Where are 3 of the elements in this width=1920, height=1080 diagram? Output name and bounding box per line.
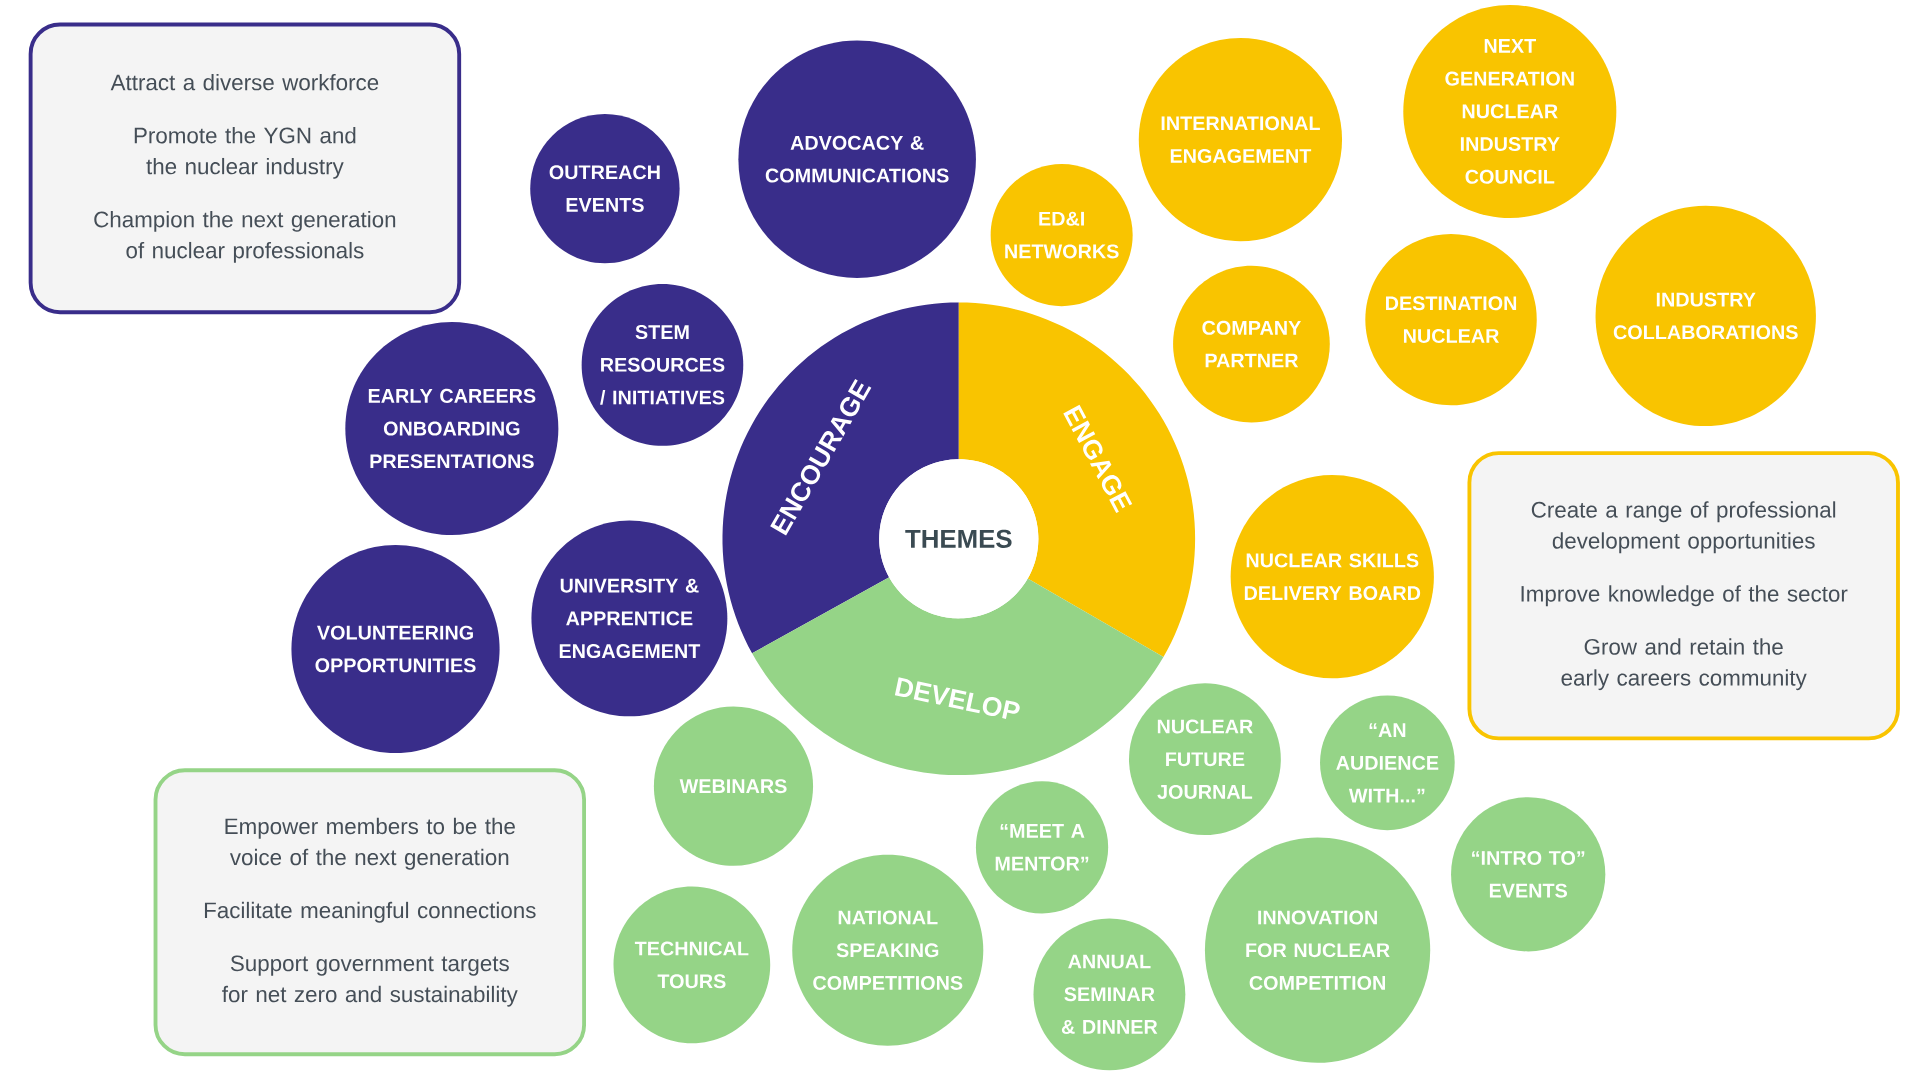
goal-card: Create a range of professional development opportunities Improve knowledge of the sector Grow and retain the early careers community — [1467, 451, 1900, 741]
goal-card: Attract a diverse workforce Promote the YGN and the nuclear industry Champion the next generation of nuclear professionals — [28, 22, 462, 315]
goal-card: Empower members to be the voice of the next generation Facilitate meaningful connections Support government targets for net zero and sustainability — [153, 768, 587, 1057]
